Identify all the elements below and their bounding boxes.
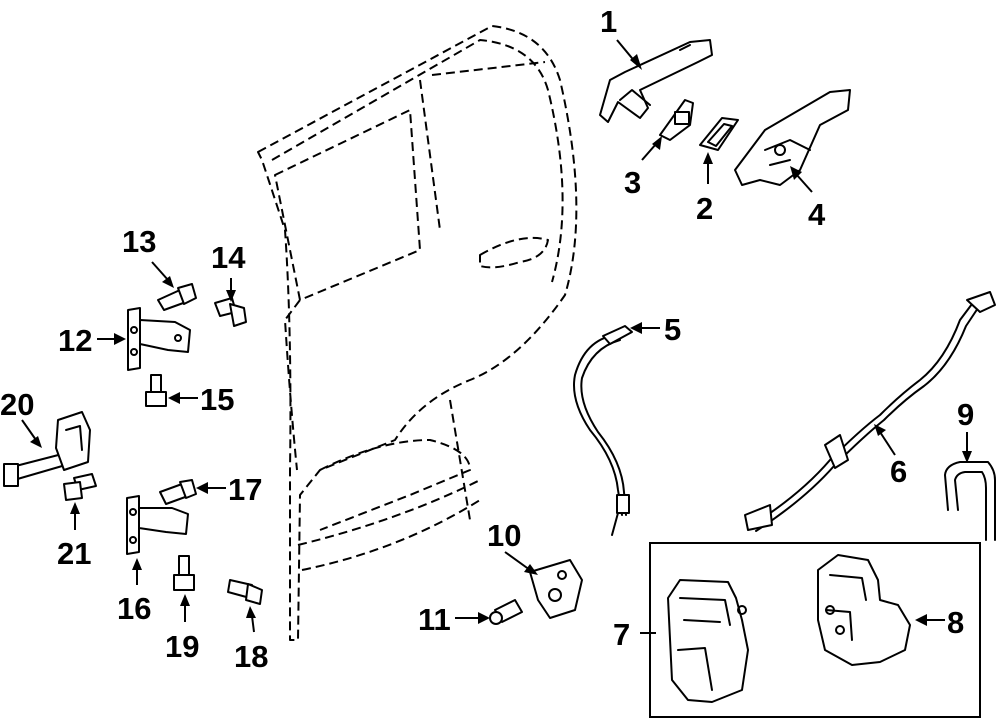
callout-15: 15	[200, 382, 234, 417]
callout-9: 9	[957, 397, 974, 432]
callout-2: 2	[696, 191, 713, 226]
callout-18: 18	[234, 639, 268, 674]
callout-21: 21	[57, 536, 91, 571]
callout-13: 13	[122, 224, 156, 259]
outside-handle-part	[599, 39, 713, 123]
callout-8: 8	[947, 605, 964, 640]
lock-rod-part	[944, 461, 996, 541]
callout-3: 3	[624, 165, 641, 200]
callout-14: 14	[211, 240, 246, 275]
handle-bracket-part	[659, 99, 694, 141]
upper-hinge-door-bolt-part	[214, 297, 247, 327]
striker-part	[529, 559, 583, 619]
callout-20: 20	[0, 387, 34, 422]
lower-hinge-body-bolt-part	[173, 555, 195, 591]
upper-hinge-bolt-part	[157, 283, 197, 311]
callout-labels: 1 2 3 4 5 6 7 8 9 10 11 12 13 14 15 16 1…	[0, 4, 974, 674]
lower-hinge-bolt-part	[159, 479, 197, 505]
callout-5: 5	[664, 312, 681, 347]
callout-17: 17	[228, 472, 262, 507]
callout-7: 7	[613, 617, 630, 652]
handle-carrier-part	[734, 89, 851, 186]
door-latch-part	[667, 579, 749, 703]
inside-handle-cable-part	[573, 325, 633, 536]
callout-11: 11	[418, 602, 451, 637]
door-shell-outline	[257, 25, 578, 641]
callout-1: 1	[600, 4, 617, 39]
handle-gasket-part	[699, 117, 739, 151]
callout-16: 16	[117, 591, 151, 626]
upper-hinge-body-bolt-part	[145, 374, 167, 407]
striker-bolt-part	[489, 599, 523, 625]
leader-lines	[21, 39, 972, 634]
upper-hinge-part	[127, 307, 191, 371]
latch-group-box	[649, 542, 981, 718]
door-check-part	[3, 411, 91, 487]
lower-hinge-door-bolt-part	[227, 579, 263, 605]
lock-actuator-part	[817, 554, 911, 666]
lower-hinge-part	[126, 495, 189, 555]
callout-6: 6	[890, 454, 907, 489]
callout-12: 12	[58, 323, 92, 358]
door-check-bolt-part	[63, 473, 97, 501]
callout-4: 4	[808, 197, 826, 232]
callout-10: 10	[487, 518, 521, 553]
callout-19: 19	[165, 629, 199, 664]
lock-cable-part	[744, 291, 996, 532]
